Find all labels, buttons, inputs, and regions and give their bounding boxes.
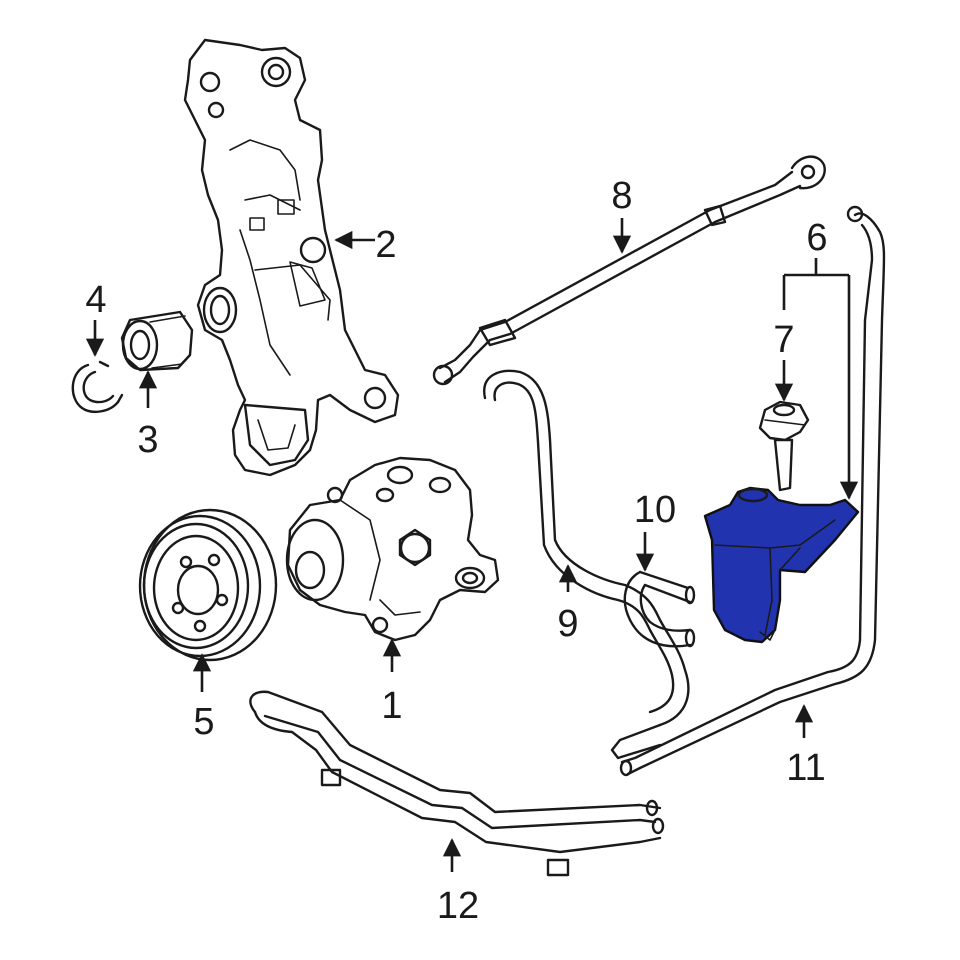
callout-arrows <box>85 218 859 872</box>
callout-6: 6 <box>806 217 827 259</box>
snap-ring-part[interactable] <box>71 360 124 414</box>
callout-labels: 1 2 3 4 5 6 7 8 9 10 11 12 <box>85 175 827 927</box>
callout-2: 2 <box>375 224 396 266</box>
callout-3: 3 <box>137 419 158 461</box>
callout-12: 12 <box>437 885 479 927</box>
bracket-6 <box>782 258 849 310</box>
cooler-line-part[interactable] <box>249 690 665 877</box>
callout-7: 7 <box>773 319 794 361</box>
callout-4: 4 <box>85 279 106 321</box>
bushing-part[interactable] <box>120 310 194 372</box>
return-hose-part[interactable] <box>483 369 690 760</box>
callout-8: 8 <box>611 175 632 217</box>
callout-11: 11 <box>786 747 825 789</box>
bracket-part[interactable] <box>183 38 400 477</box>
reservoir-part-highlighted[interactable] <box>703 486 860 644</box>
callout-9: 9 <box>557 603 578 645</box>
callout-1: 1 <box>381 685 402 727</box>
pulley-part[interactable] <box>138 508 278 662</box>
callout-10: 10 <box>634 489 676 531</box>
pressure-line-part[interactable] <box>432 155 826 386</box>
hose-clip-part[interactable] <box>623 570 696 648</box>
reservoir-cap-part[interactable] <box>758 400 810 492</box>
supply-hose-part[interactable] <box>619 205 886 777</box>
pump-part[interactable] <box>285 456 500 642</box>
callout-5: 5 <box>193 701 214 743</box>
